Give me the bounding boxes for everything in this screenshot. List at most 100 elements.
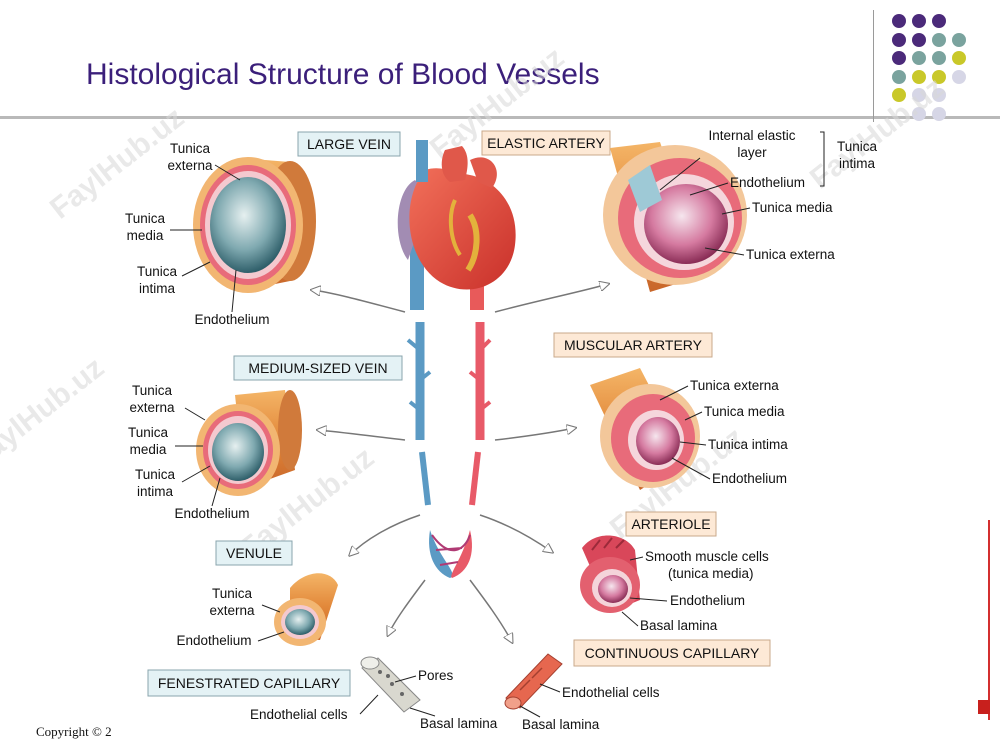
decor-dot [892,51,906,65]
medium-vein-label: Tunica [128,425,169,440]
venule-label: Tunica [212,586,253,601]
arteriole-illustration [580,535,640,613]
elastic-artery-label: Tunica media [752,200,833,215]
large-vein-label: intima [139,281,176,296]
decor-dot [912,106,926,121]
large-vein-label: externa [167,158,213,173]
slide-title: Histological Structure of Blood Vessels [86,58,600,91]
decor-dot [912,88,926,102]
copyright-text: Copyright © 2 [36,724,112,739]
muscular-artery-box [553,332,713,358]
large-vein-label: Endothelium [194,312,269,327]
medium-vein-label: Tunica [132,383,173,398]
decor-dot [932,14,946,28]
decor-dot [932,51,946,65]
venule-box [215,540,293,566]
venule-label: Endothelium [176,633,251,648]
title-divider [0,116,1000,119]
elastic-artery-label: layer [737,145,767,160]
decor-dot [892,32,906,47]
large-vein-label: Tunica [125,211,166,226]
medium-vein-title: MEDIUM-SIZED VEIN [248,360,387,376]
fenestrated-capillary-group: FENESTRATED CAPILLARY Pores Endothelial … [147,656,498,731]
muscular-artery-label: Tunica intima [708,437,788,452]
large-vein-illustration [193,157,316,293]
muscular-artery-group: MUSCULAR ARTERY Tunica externa Tunica me… [553,332,788,490]
fenestrated-capillary-label: Pores [418,668,454,683]
muscular-artery-title: MUSCULAR ARTERY [564,337,703,353]
decor-dot [932,32,946,47]
medium-vein-label: intima [137,484,174,499]
decor-dot [892,69,906,84]
venule-title: VENULE [226,545,282,561]
arteriole-group: ARTERIOLE Smooth muscle cells (tunica me… [580,511,769,633]
fenestrated-capillary-illustration [360,656,421,713]
decor-dot [912,32,926,47]
arteriole-label: Smooth muscle cells [645,549,769,564]
fenestrated-capillary-label: Basal lamina [420,716,498,731]
venule-group: VENULE Tunica externa Endothelium [176,540,338,648]
decor-dot-grid [892,14,992,164]
large-vein-label: Tunica [170,141,211,156]
medium-vein-label: externa [129,400,175,415]
elastic-artery-label: Tunica externa [746,247,835,262]
elastic-artery-illustration [603,142,747,292]
muscular-artery-label: Endothelium [712,471,787,486]
decor-dot [912,69,926,84]
decor-dot [912,51,926,65]
decor-dot [932,69,946,84]
fenestrated-capillary-label: Endothelial cells [250,707,348,722]
medium-vein-illustration [196,390,302,496]
decor-vertical-line [873,10,874,122]
decor-dot [952,32,966,47]
decor-dot [932,106,946,121]
arteriole-label: Basal lamina [640,618,718,633]
fenestrated-capillary-title: FENESTRATED CAPILLARY [158,675,341,691]
medium-vein-label: Endothelium [174,506,249,521]
muscular-artery-label: Tunica externa [690,378,779,393]
arteriole-label: (tunica media) [668,566,754,581]
decor-red-square [978,700,990,714]
large-vein-group: LARGE VEIN Tunica externa Tunica media T… [125,131,401,327]
medium-vein-label: media [130,442,167,457]
decor-red-line [988,520,990,720]
decor-dot [912,14,926,28]
elastic-artery-label: Tunica [837,139,878,154]
continuous-capillary-illustration [504,653,563,710]
elastic-artery-group: ELASTIC ARTERY Internal elastic layer En… [481,128,878,292]
venule-label: externa [209,603,255,618]
elastic-artery-label: Endothelium [730,175,805,190]
vessel-branches [406,322,492,578]
watermark-text: FaylHub.uz [804,71,950,196]
continuous-capillary-label: Basal lamina [522,717,600,732]
medium-vein-box [233,355,403,381]
muscular-artery-illustration [590,368,700,490]
arteriole-title: ARTERIOLE [631,516,710,532]
medium-vein-group: MEDIUM-SIZED VEIN Tunica externa Tunica … [128,355,403,521]
arteriole-box [625,511,717,537]
large-vein-label: Tunica [137,264,178,279]
heart-illustration [397,140,516,310]
fenestrated-capillary-box [147,669,351,697]
flow-arrows [312,284,608,642]
muscular-artery-label: Tunica media [704,404,785,419]
continuous-capillary-group: CONTINUOUS CAPILLARY Endothelial cells B… [504,639,771,732]
decor-dot [952,51,966,65]
decor-dot [892,14,906,28]
venule-illustration [274,573,338,646]
medium-vein-label: Tunica [135,467,176,482]
large-vein-title: LARGE VEIN [307,136,391,152]
elastic-artery-label: intima [839,156,876,171]
continuous-capillary-label: Endothelial cells [562,685,660,700]
large-vein-label: media [127,228,164,243]
large-vein-box [297,131,401,157]
elastic-artery-title: ELASTIC ARTERY [487,135,605,151]
decor-dot [932,88,946,102]
watermark-text: FaylHub.uz [0,351,110,476]
elastic-artery-label: Internal elastic [708,128,795,143]
decor-dot [952,69,966,84]
decor-dot [892,88,906,102]
arteriole-label: Endothelium [670,593,745,608]
elastic-artery-box [481,130,611,156]
